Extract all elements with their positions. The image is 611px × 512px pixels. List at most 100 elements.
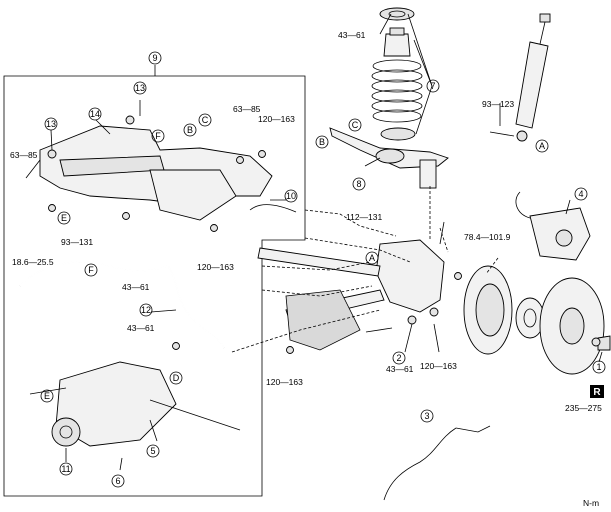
callout-6: 6 — [111, 474, 125, 488]
torque-labels: 43—61 93—123 63—85 120—163 63—85 93—131 … — [10, 30, 602, 413]
svg-text:A: A — [369, 253, 375, 263]
shock-absorber — [489, 13, 551, 142]
svg-text:B: B — [319, 137, 325, 147]
callout-14: 14 — [88, 107, 102, 121]
marker-b-inset: B — [183, 123, 197, 137]
marker-f-inset: F — [151, 129, 165, 143]
marker-f-stab: F — [84, 263, 98, 277]
svg-text:D: D — [173, 373, 180, 383]
arm-bracket — [419, 159, 437, 189]
torque-112-131: 112—131 — [346, 212, 383, 222]
drive-shaft — [149, 399, 241, 431]
torque-120-163-b: 120—163 — [197, 262, 234, 272]
svg-text:B: B — [187, 125, 193, 135]
callout-2: 2 — [392, 351, 406, 365]
torque-43-61-c2: 43—61 — [386, 364, 414, 374]
svg-text:2: 2 — [396, 353, 401, 363]
svg-text:F: F — [88, 265, 94, 275]
marker-e-inset: E — [57, 211, 71, 225]
svg-text:8: 8 — [356, 179, 361, 189]
callout-13-left: 13 — [44, 117, 58, 131]
svg-text:10: 10 — [286, 191, 296, 201]
lower-arm — [249, 204, 297, 213]
lateral-link-upper — [257, 247, 381, 277]
rear-knuckle — [375, 239, 445, 313]
svg-text:7: 7 — [430, 81, 435, 91]
svg-text:F: F — [155, 131, 161, 141]
svg-text:E: E — [44, 391, 50, 401]
svg-text:C: C — [202, 115, 209, 125]
torque-78-101: 78.4—101.9 — [464, 232, 511, 242]
callout-8: 8 — [352, 177, 366, 191]
bolts — [47, 115, 601, 354]
brake-hose — [515, 191, 531, 219]
diagram-code: N-m — [583, 498, 599, 508]
parking-brake-cable — [383, 427, 457, 501]
letter-markers: A A B C B C F E F D E — [40, 113, 549, 403]
torque-93-123: 93—123 — [482, 99, 514, 109]
marker-e-diff: E — [40, 389, 54, 403]
torque-120-163-a: 120—163 — [258, 114, 295, 124]
torque-63-85-b: 63—85 — [10, 150, 38, 160]
marker-c-arm: C — [348, 118, 362, 132]
marker-a-knuckle: A — [365, 251, 379, 265]
svg-text:E: E — [61, 213, 67, 223]
torque-18-25: 18.6—25.5 — [12, 257, 54, 267]
torque-63-85-a: 63—85 — [233, 104, 261, 114]
coil-spring — [371, 59, 423, 123]
hub-rotor-assembly — [463, 265, 611, 375]
inset-frame — [3, 75, 306, 497]
leader-lines — [25, 13, 603, 471]
guide-lines — [231, 186, 499, 353]
crossmember-bracket — [149, 169, 237, 221]
svg-text:12: 12 — [141, 305, 151, 315]
r-marker: R — [590, 385, 604, 398]
callout-10: 10 — [284, 189, 298, 203]
callout-1: 1 — [592, 360, 606, 374]
bump-stopper — [383, 33, 411, 57]
torque-43-61-mid: 43—61 — [122, 282, 150, 292]
torque-93-131: 93—131 — [61, 237, 93, 247]
svg-text:11: 11 — [61, 464, 70, 474]
torque-43-61-low: 43—61 — [127, 323, 155, 333]
callout-3: 3 — [420, 409, 434, 423]
hub-nut — [597, 335, 611, 351]
svg-text:9: 9 — [152, 53, 157, 63]
callout-5: 5 — [146, 444, 160, 458]
svg-text:13: 13 — [135, 83, 145, 93]
svg-text:C: C — [352, 120, 359, 130]
lower-spring-seat — [380, 127, 416, 141]
svg-text:14: 14 — [90, 109, 100, 119]
callout-4: 4 — [574, 187, 588, 201]
marker-c-inset: C — [198, 113, 212, 127]
torque-120-163-d: 120—163 — [266, 377, 303, 387]
svg-text:5: 5 — [150, 446, 155, 456]
shock-bolt — [489, 131, 515, 137]
knuckle-center — [257, 221, 445, 351]
marker-b-arm: B — [315, 135, 329, 149]
callout-9: 9 — [148, 51, 162, 65]
upper-arm — [329, 127, 449, 169]
svg-text:R: R — [593, 387, 601, 398]
callout-7: 7 — [426, 79, 440, 93]
coil-spring-group — [329, 7, 449, 189]
svg-text:4: 4 — [578, 189, 583, 199]
knuckle-caliper — [515, 191, 591, 261]
inset-parts — [19, 125, 297, 447]
svg-text:6: 6 — [115, 476, 120, 486]
callout-11: 11 — [59, 462, 73, 476]
stabilizer-bar — [19, 261, 225, 349]
link-shadow — [285, 289, 361, 351]
torque-43-61-top: 43—61 — [338, 30, 366, 40]
upper-mount-insulator — [379, 7, 415, 21]
callouts: 1 2 3 4 5 6 7 8 9 10 11 12 13 13 14 — [44, 51, 606, 488]
callout-13-top: 13 — [133, 81, 147, 95]
torque-120-163-c: 120—163 — [420, 361, 457, 371]
svg-text:1: 1 — [596, 362, 601, 372]
torque-235-275: 235—275 — [565, 403, 602, 413]
svg-text:3: 3 — [424, 411, 429, 421]
svg-text:13: 13 — [46, 119, 56, 129]
marker-a-shock: A — [535, 139, 549, 153]
callout-12: 12 — [139, 303, 153, 317]
